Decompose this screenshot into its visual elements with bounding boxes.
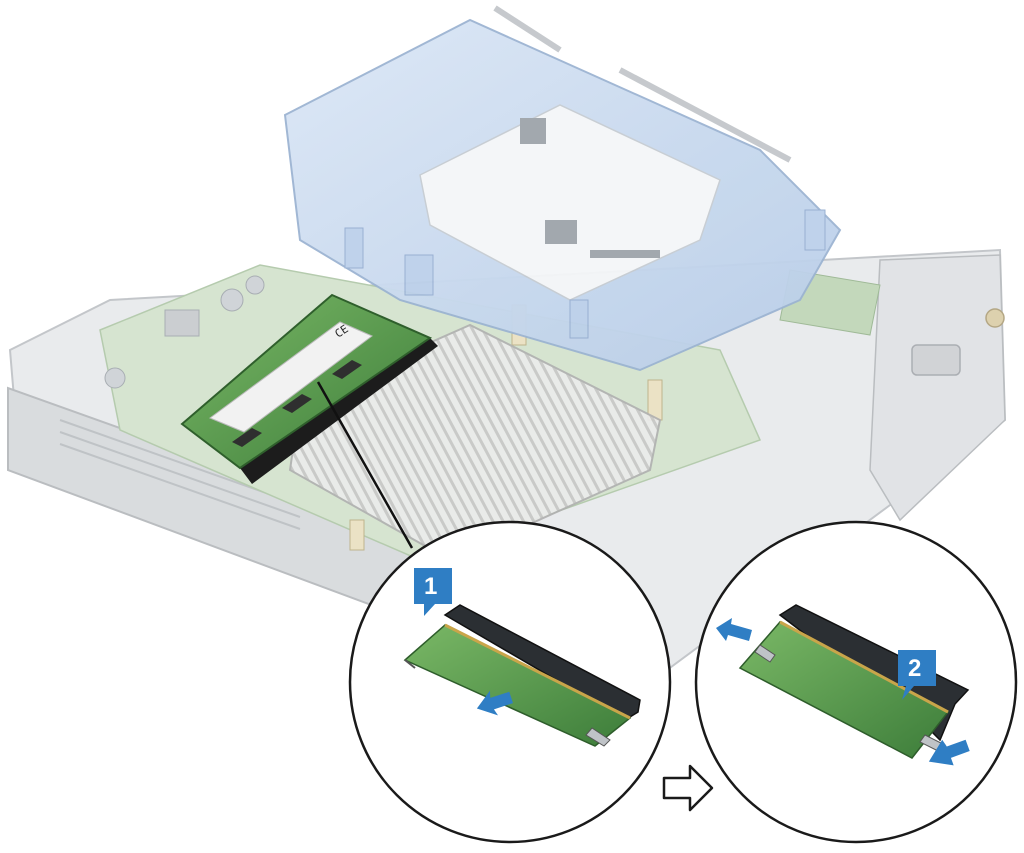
detail-circle-step-2: 2 — [694, 520, 1018, 844]
push-arrow-icon — [476, 690, 513, 716]
step-2-badge: 2 — [898, 650, 936, 700]
drive-label-barcode — [520, 118, 660, 258]
leader-line — [316, 381, 414, 549]
hard-drive-carrier — [283, 5, 842, 372]
push-arrow-icon — [928, 739, 970, 766]
push-arrow-icon — [716, 618, 752, 641]
step-1-number: 1 — [424, 573, 437, 600]
step-1-badge: 1 — [414, 568, 452, 616]
detail-circle-step-1: 1 — [348, 520, 672, 844]
svg-text:CE: CE — [333, 322, 351, 340]
step-2-number: 2 — [908, 655, 921, 682]
arrow-right-outline-icon — [662, 764, 714, 812]
memory-module-installed: CE — [180, 293, 438, 484]
